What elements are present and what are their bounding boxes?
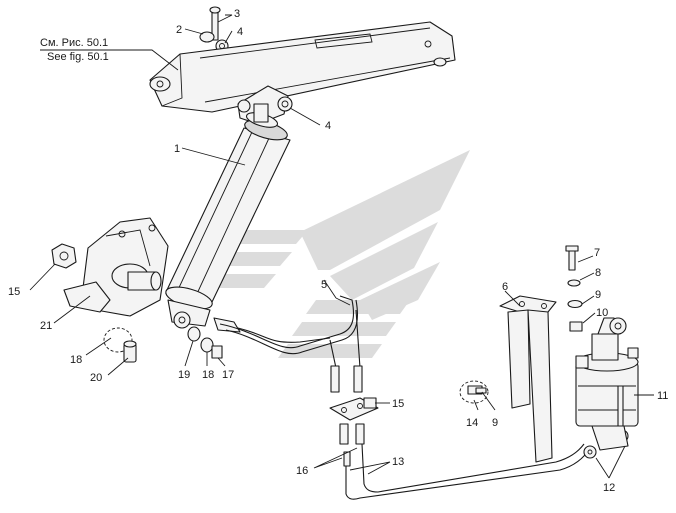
callout-5: 5 [321, 279, 327, 291]
upper-arm [149, 21, 456, 113]
nut-part-15-left [51, 243, 77, 269]
callout-14: 14 [466, 417, 478, 429]
reference-ru: См. Рис. 50.1 [40, 37, 108, 49]
cylinder-hose-fitting [213, 317, 331, 343]
washer-part-18 [200, 337, 214, 353]
callout-2: 2 [176, 24, 182, 36]
pipe-assembly-5 [219, 295, 363, 393]
callout-8: 8 [595, 267, 601, 279]
support-bracket-6 [499, 295, 557, 463]
reference-en: See fig. 50.1 [47, 51, 109, 63]
callout-12: 12 [603, 482, 615, 494]
callout-16: 16 [296, 465, 308, 477]
callout-20: 20 [90, 372, 102, 384]
bolt-part-14 [459, 380, 489, 404]
washer-part-19 [187, 326, 201, 342]
distribution-plate [329, 397, 379, 421]
washer-part-8 [567, 279, 581, 287]
callout-10: 10 [596, 307, 608, 319]
callout-7: 7 [594, 247, 600, 259]
nut-part-10 [569, 321, 583, 332]
washer-part-9-top [567, 299, 583, 309]
callout-1: 1 [174, 143, 180, 155]
callout-4-clevis: 4 [325, 120, 331, 132]
callout-9-top: 9 [595, 289, 601, 301]
bolt-part-3 [209, 6, 221, 41]
callout-3: 3 [234, 8, 240, 20]
bolt-part-7 [565, 245, 579, 271]
callout-9-bottom: 9 [492, 417, 498, 429]
callout-13: 13 [392, 456, 404, 468]
hydraulic-cylinder [165, 103, 291, 329]
callout-17: 17 [222, 369, 234, 381]
bolt-part-20 [103, 327, 137, 363]
callout-15-right: 15 [392, 398, 404, 410]
valve-assembly-11 [575, 317, 639, 459]
callout-4-top: 4 [237, 26, 243, 38]
leader-lines [29, 14, 654, 479]
fittings-part-16 [339, 423, 365, 467]
washer-part-2 [199, 31, 215, 43]
nut-part-17 [211, 345, 223, 359]
lower-bracket [63, 217, 169, 317]
watermark-logo [194, 150, 470, 358]
callout-6: 6 [502, 281, 508, 293]
callout-18-left: 18 [70, 354, 82, 366]
pipe-assembly-13 [345, 443, 591, 500]
callout-19: 19 [178, 369, 190, 381]
callout-18-right: 18 [202, 369, 214, 381]
callout-15-left: 15 [8, 286, 20, 298]
callout-21: 21 [40, 320, 52, 332]
callout-11: 11 [657, 390, 668, 402]
